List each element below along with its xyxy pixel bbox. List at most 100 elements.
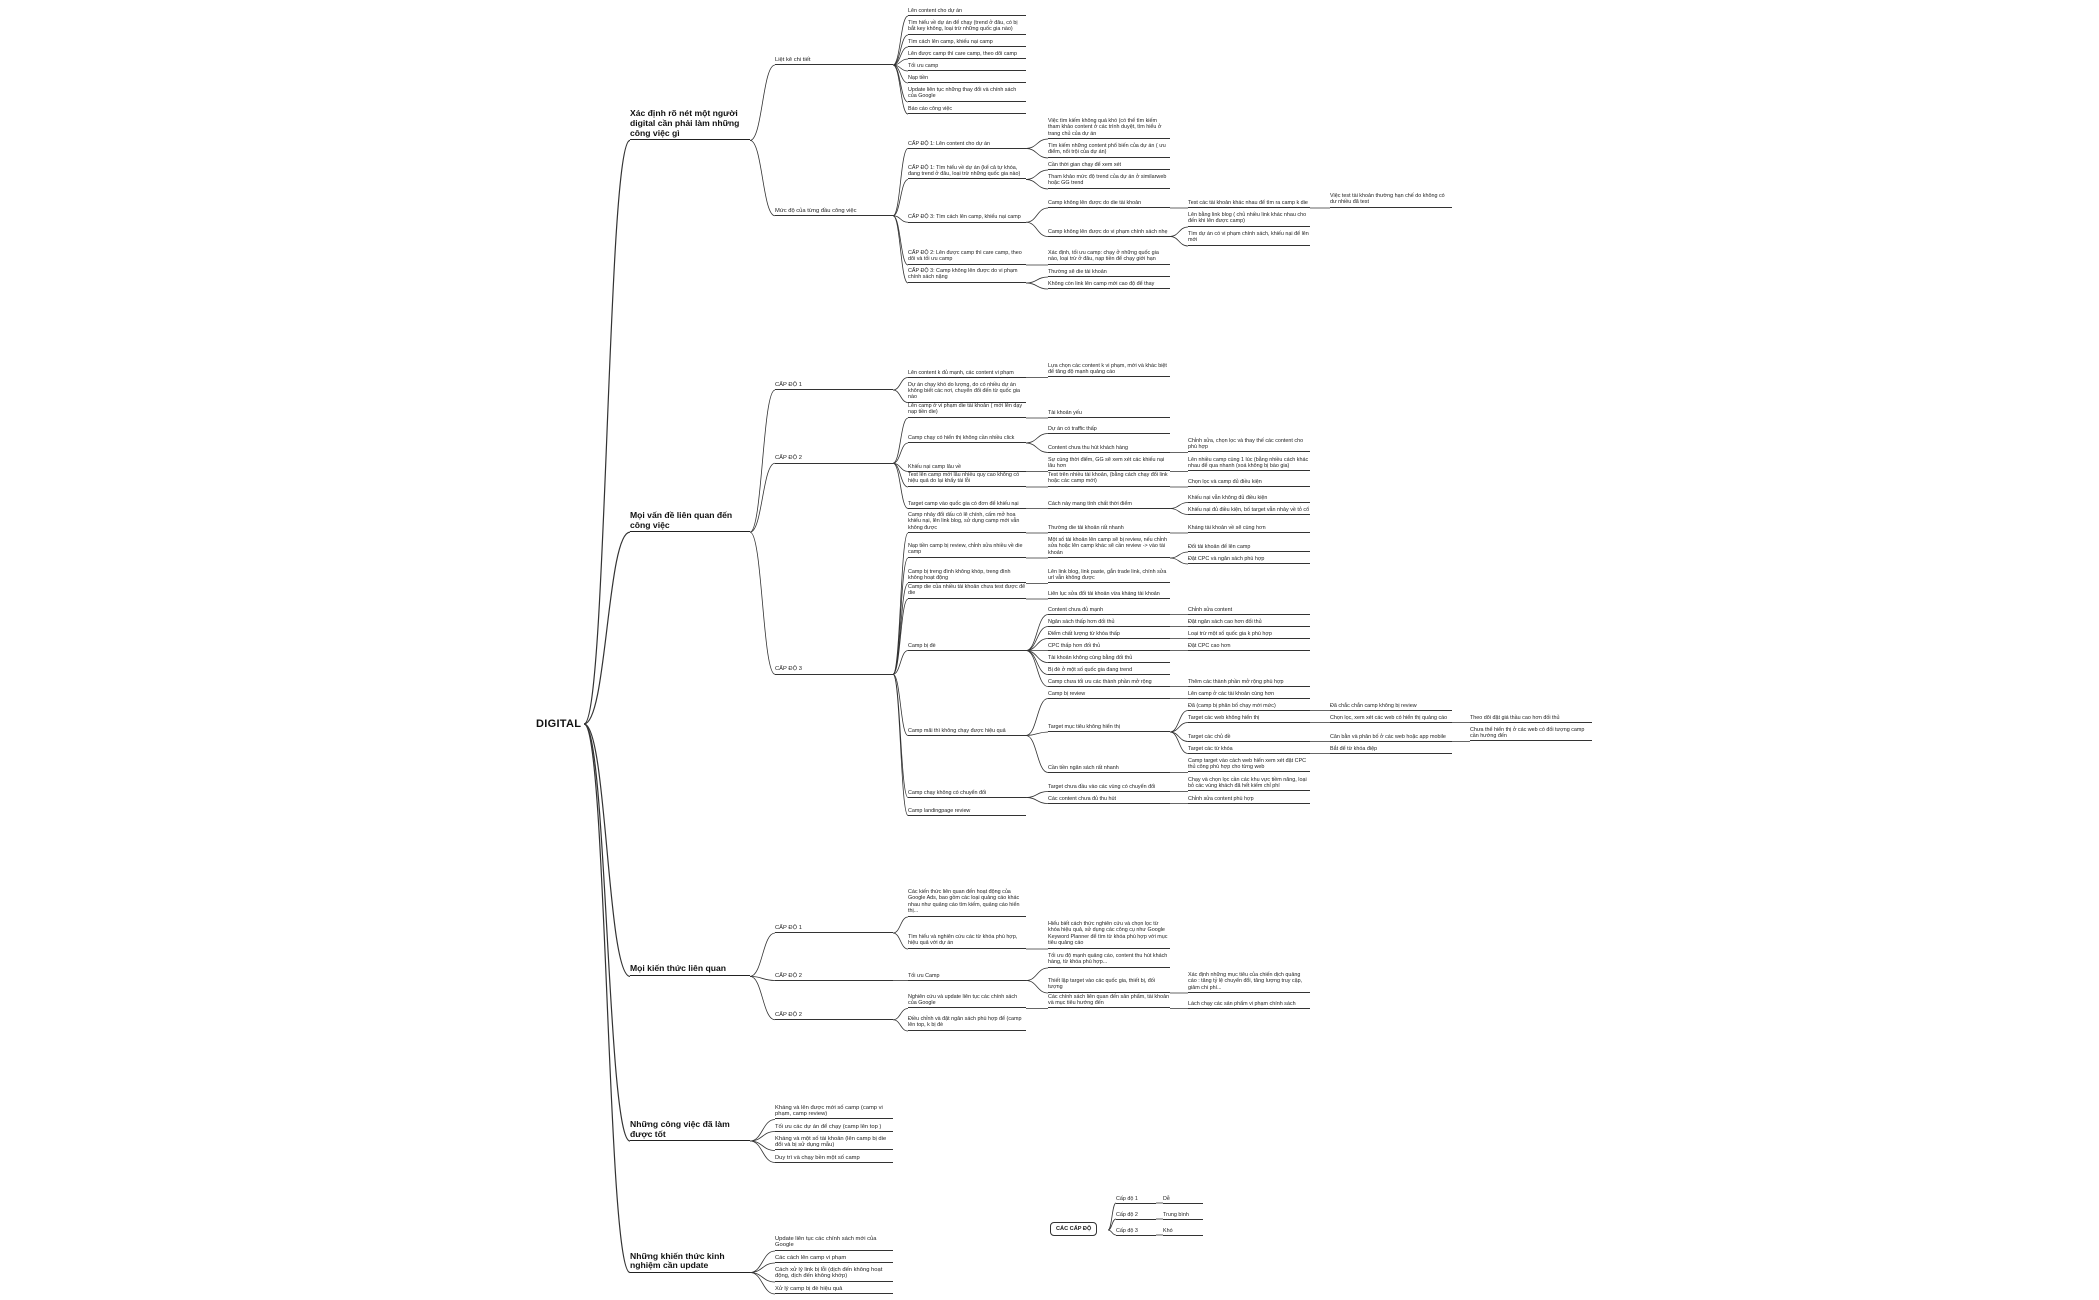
- mindmap-node-d5[interactable]: Tìm dự án có vi phạm chính sách, khiếu n…: [1188, 231, 1310, 246]
- mindmap-node-d6[interactable]: Bắt để từ khóa điệp: [1330, 746, 1452, 754]
- mindmap-node-d3[interactable]: Báo cáo công việc: [908, 106, 1026, 115]
- mindmap-node-d4[interactable]: Bị đè ở một số quốc gia đang trend: [1048, 667, 1170, 675]
- mindmap-node-d5[interactable]: Target các web không hiển thị: [1188, 715, 1310, 723]
- mindmap-node-d3[interactable]: Tối ưu Camp: [908, 973, 1026, 981]
- mindmap-node-d4[interactable]: Tài khoản yếu: [1048, 410, 1170, 419]
- mindmap-node-d3[interactable]: Tìm cách lên camp, khiếu nại camp: [908, 39, 1026, 48]
- mindmap-node-d4[interactable]: Sự cùng thời điểm, GG sẽ xem xét các khi…: [1048, 457, 1170, 472]
- mindmap-node-d2[interactable]: CẤP ĐỘ 2: [775, 1012, 893, 1021]
- mindmap-node-d2[interactable]: Tối ưu các dự án để chạy (camp lên top ): [775, 1124, 893, 1132]
- mindmap-node-d3[interactable]: Lên camp ở vi phạm die tài khoản ( mới l…: [908, 403, 1026, 418]
- mindmap-node-d6[interactable]: Đã chắc chắn camp không bị review: [1330, 703, 1452, 711]
- mindmap-node-d6[interactable]: Việc test tài khoản thường hạn chế do kh…: [1330, 193, 1452, 208]
- mindmap-node-d1[interactable]: Xác định rõ nét một người digital cần ph…: [630, 109, 750, 141]
- mindmap-node-d3[interactable]: Test lên camp mới lâu nhiều quy cao khôn…: [908, 472, 1026, 487]
- mindmap-node-d4[interactable]: Dự án có traffic thấp: [1048, 426, 1170, 434]
- mindmap-node-d5[interactable]: Target các chủ đề: [1188, 734, 1310, 742]
- mindmap-node-d3[interactable]: Tối ưu camp: [908, 63, 1026, 72]
- mindmap-node-d4[interactable]: Tối ưu độ mạnh quảng cáo, content thu hú…: [1048, 953, 1170, 968]
- mindmap-node-d4[interactable]: Tham khảo mức độ trend của dự án ở simil…: [1048, 174, 1170, 189]
- mindmap-node-d5[interactable]: Khiếu nại vẫn không đủ điều kiện: [1188, 495, 1310, 503]
- mindmap-node-d3[interactable]: Dự án chạy khó do lượng, do có nhiều dự …: [908, 382, 1026, 403]
- mindmap-node-d4[interactable]: CPC thấp hơn đối thủ: [1048, 643, 1170, 651]
- mindmap-node-d2[interactable]: CẤP ĐỘ 2: [775, 973, 893, 981]
- mindmap-node-d4[interactable]: Tài khoản không cùng bằng đối thủ: [1048, 655, 1170, 663]
- mindmap-node-d3[interactable]: Camp landingpage review: [908, 808, 1026, 816]
- mindmap-node-d5[interactable]: Target các từ khóa: [1188, 746, 1310, 754]
- mindmap-node-d3[interactable]: Camp mãi thì không chạy được hiệu quả: [908, 728, 1026, 736]
- mindmap-node-d5[interactable]: Test các tài khoản khác nhau để tìm ra c…: [1188, 200, 1310, 209]
- mindmap-node-d6[interactable]: Cân bằn và phân bố ở các web hoặc app mo…: [1330, 734, 1452, 742]
- mindmap-node-d5[interactable]: Đặt ngân sách cao hơn đối thủ: [1188, 619, 1310, 627]
- mindmap-node-d2[interactable]: Liệt kê chi tiết: [775, 57, 893, 66]
- mindmap-node-d5[interactable]: Lên bằng link blog ( chủ nhiều link khác…: [1188, 212, 1310, 227]
- mindmap-node-d4[interactable]: Test trên nhiều tài khoản, (bằng cách ch…: [1048, 472, 1170, 487]
- mindmap-node-d1[interactable]: Những khiến thức kinh nghiệm cần update: [630, 1251, 750, 1273]
- mindmap-node-d3[interactable]: Các kiến thức liên quan đến hoạt động củ…: [908, 889, 1026, 917]
- mindmap-node-d2[interactable]: Các cách lên camp vi phạm: [775, 1255, 893, 1264]
- mindmap-node-d4[interactable]: Tìm kiếm những content phổ biến của dự á…: [1048, 143, 1170, 158]
- mindmap-node-d2[interactable]: Kháng và một số tài khoản (lên camp bị d…: [775, 1136, 893, 1151]
- mindmap-node-d3[interactable]: Camp chạy có hiển thị không cần nhiều cl…: [908, 435, 1026, 444]
- mindmap-node-d3[interactable]: CẤP ĐỘ 3: Camp không lên được do vi phạm…: [908, 268, 1026, 283]
- mindmap-node-d2[interactable]: CẤP ĐỘ 1: [775, 925, 893, 934]
- mindmap-node-d5[interactable]: Chỉnh sửa content phù hợp: [1188, 796, 1310, 804]
- mindmap-node-d4[interactable]: Các content chưa đủ thu hút: [1048, 796, 1170, 804]
- mindmap-node-d4[interactable]: Camp không lên được do die tài khoản: [1048, 200, 1170, 209]
- mindmap-node-d5[interactable]: Chạy và chọn lọc cần các khu vực tiềm nă…: [1188, 777, 1310, 792]
- mindmap-node-d2[interactable]: CẤP ĐỘ 2: [775, 455, 893, 464]
- mindmap-node-d5[interactable]: Kháng tài khoản về sẽ cùng hơn: [1188, 525, 1310, 534]
- legend-level-value[interactable]: Khó: [1163, 1228, 1203, 1237]
- mindmap-node-d4[interactable]: Một số tài khoản lên camp sẽ bị review, …: [1048, 537, 1170, 559]
- mindmap-node-d5[interactable]: Đã (camp bị phân bố chạy mới mức): [1188, 703, 1310, 711]
- mindmap-node-d5[interactable]: Chọn lọc và camp đủ điều kiện: [1188, 479, 1310, 488]
- mindmap-node-d5[interactable]: Thêm các thành phần mở rộng phù hợp: [1188, 679, 1310, 687]
- mindmap-node-d2[interactable]: CẤP ĐỘ 1: [775, 382, 893, 391]
- mindmap-node-d4[interactable]: Việc tìm kiếm không quá khó (có thể tìm …: [1048, 118, 1170, 140]
- mindmap-node-d2[interactable]: Mức độ của từng đầu công việc: [775, 208, 893, 217]
- mindmap-node-d3[interactable]: Camp bị đè: [908, 643, 1026, 651]
- mindmap-node-d3[interactable]: Điều chỉnh và đặt ngân sách phù hợp để (…: [908, 1016, 1026, 1031]
- mindmap-node-d3[interactable]: Tìm hiểu về dự án để chạy (trend ở đâu, …: [908, 20, 1026, 35]
- mindmap-node-d3[interactable]: Nạp tiền: [908, 75, 1026, 84]
- mindmap-node-d4[interactable]: Liên lục sửa đổi tài khoản vừa kháng tài…: [1048, 591, 1170, 600]
- mindmap-node-d3[interactable]: Camp chạy không có chuyển đổi: [908, 790, 1026, 798]
- mindmap-node-d2[interactable]: Duy trì và chạy bền một số camp: [775, 1155, 893, 1163]
- mindmap-node-d5[interactable]: Camp target vào cách web hiển xem xét đặ…: [1188, 758, 1310, 773]
- mindmap-node-d4[interactable]: Target mục tiêu không hiển thị: [1048, 724, 1170, 733]
- mindmap-node-d3[interactable]: CẤP ĐỘ 1: Lên content cho dự án: [908, 141, 1026, 149]
- mindmap-node-d5[interactable]: Lên nhiều camp cùng 1 lúc (bằng nhiều cá…: [1188, 457, 1310, 472]
- mindmap-node-d3[interactable]: Lên được camp thì care camp, theo dõi ca…: [908, 51, 1026, 60]
- mindmap-node-d4[interactable]: Camp bị review: [1048, 691, 1170, 699]
- mindmap-node-d1[interactable]: Mọi kiến thức liên quan: [630, 964, 750, 976]
- mindmap-node-d5[interactable]: Chỉnh sửa, chọn lọc và thay thế các cont…: [1188, 438, 1310, 453]
- legend-level-value[interactable]: Dễ: [1163, 1196, 1203, 1205]
- mindmap-node-d2[interactable]: Kháng và lên được mới số camp (camp vi p…: [775, 1105, 893, 1120]
- mindmap-node-d3[interactable]: CẤP ĐỘ 3: Tìm cách lên camp, khiếu nại c…: [908, 214, 1026, 223]
- mindmap-node-d3[interactable]: Nghiên cứu và update liên tục các chính …: [908, 994, 1026, 1009]
- mindmap-node-d5[interactable]: Lách chạy các sản phẩm vi phạm chính sác…: [1188, 1001, 1310, 1009]
- mindmap-node-d4[interactable]: Camp chưa tối ưu các thành phần mở rộng: [1048, 679, 1170, 687]
- legend-root-node[interactable]: CÁC CẤP ĐỘ: [1050, 1222, 1098, 1236]
- mindmap-node-d4[interactable]: Thường die tài khoản rất nhanh: [1048, 525, 1170, 534]
- mindmap-node-d4[interactable]: Cần tiền ngân sách rất nhanh: [1048, 765, 1170, 773]
- mindmap-node-d3[interactable]: Camp bị treng đình không khóp, treng đìn…: [908, 569, 1026, 584]
- mindmap-node-d4[interactable]: Cách này mang tính chất thời điểm: [1048, 501, 1170, 509]
- mindmap-node-d7[interactable]: Chưa thể hiển thị ở các web có đối tượng…: [1470, 727, 1592, 742]
- root-node[interactable]: DIGITAL: [536, 718, 582, 730]
- mindmap-node-d4[interactable]: Điểm chất lượng từ khóa thấp: [1048, 631, 1170, 639]
- mindmap-node-d5[interactable]: Đặt CPC cao hơn: [1188, 643, 1310, 651]
- mindmap-node-d3[interactable]: Lên content cho dự án: [908, 8, 1026, 17]
- mindmap-node-d3[interactable]: Target camp vào quốc gia có đơn để khiếu…: [908, 501, 1026, 509]
- mindmap-node-d4[interactable]: Lựa chọn các content k vi phạm, mới và k…: [1048, 363, 1170, 378]
- legend-level-label[interactable]: Cấp độ 1: [1116, 1196, 1156, 1205]
- mindmap-node-d2[interactable]: Xử lý camp bị đè hiệu quả: [775, 1286, 893, 1295]
- mindmap-node-d4[interactable]: Ngân sách thấp hơn đối thủ: [1048, 619, 1170, 627]
- mindmap-node-d4[interactable]: Cần thời gian chạy để xem xét: [1048, 162, 1170, 171]
- mindmap-node-d4[interactable]: Các chính sách liên quan đến sản phẩm, t…: [1048, 994, 1170, 1009]
- mindmap-node-d1[interactable]: Những công việc đã làm được tốt: [630, 1119, 750, 1142]
- mindmap-node-d5[interactable]: Khiếu nại đủ điều kiện, bố target vẫn nh…: [1188, 507, 1310, 515]
- mindmap-node-d4[interactable]: Xác định, tối ưu camp: chạy ở những quốc…: [1048, 250, 1170, 265]
- mindmap-node-d5[interactable]: Chỉnh sửa content: [1188, 607, 1310, 615]
- mindmap-node-d4[interactable]: Thường sẽ die tài khoản: [1048, 269, 1170, 278]
